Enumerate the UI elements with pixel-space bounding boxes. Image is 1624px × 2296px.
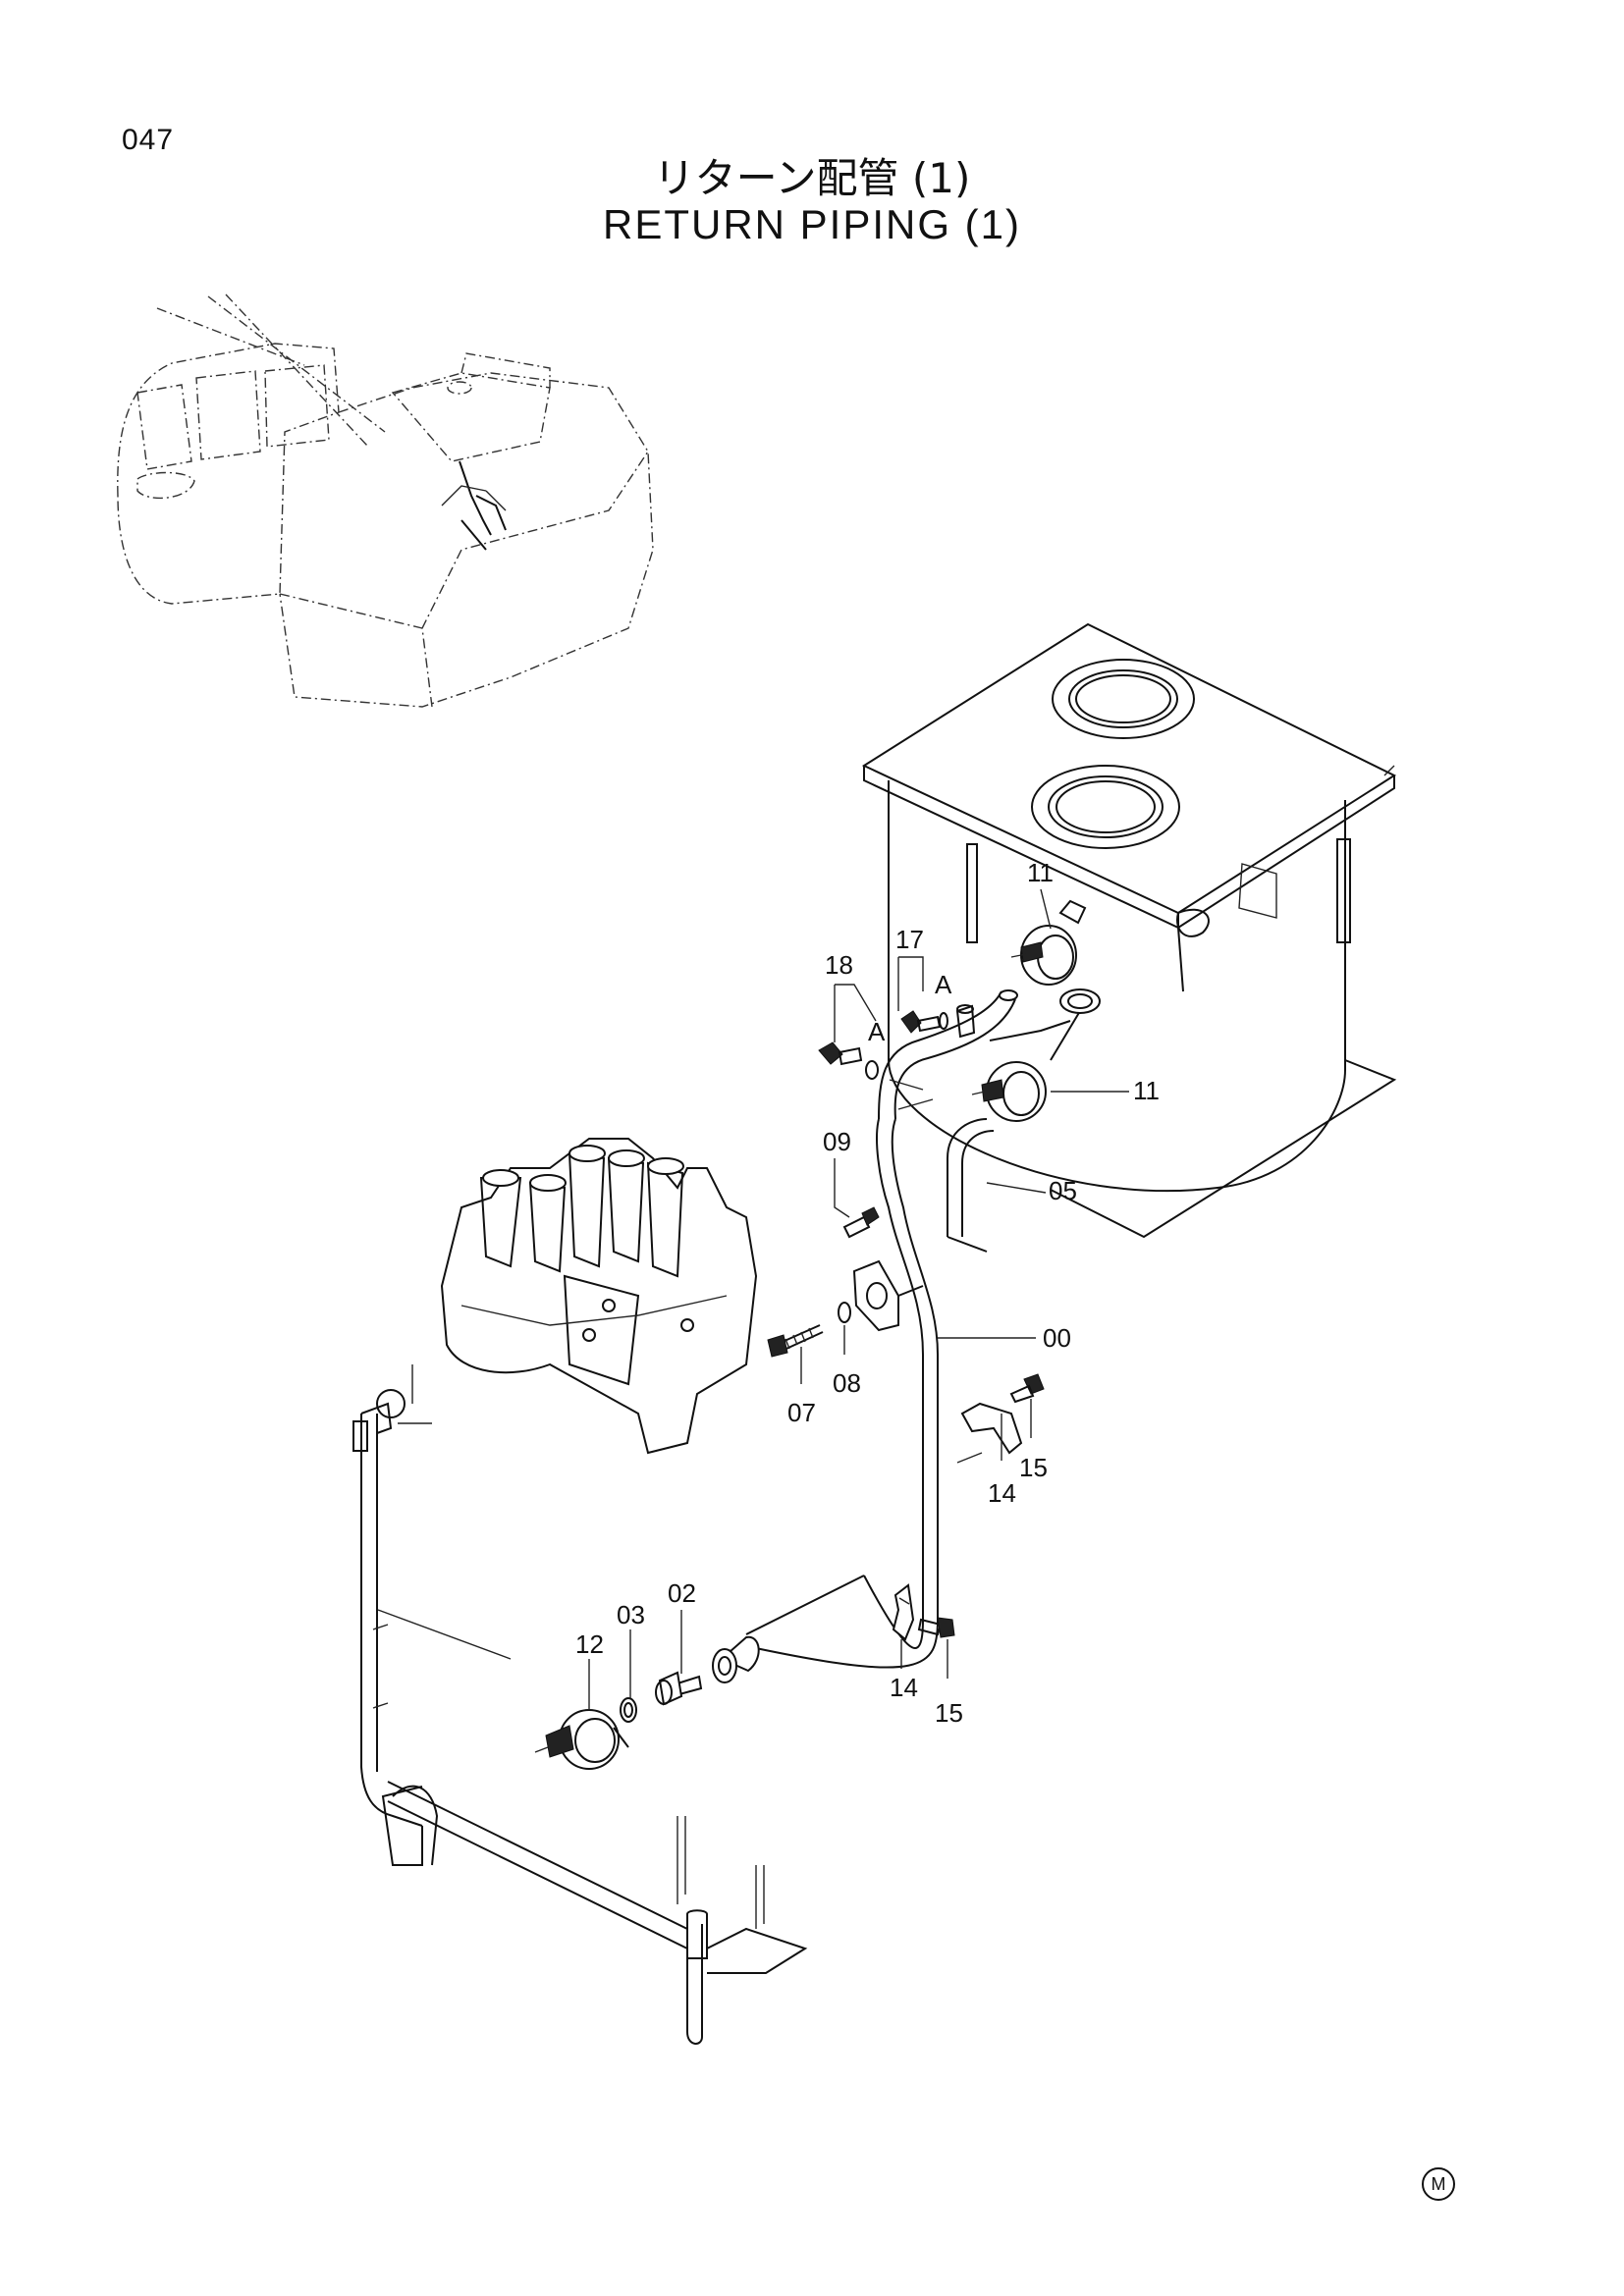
callout-00: 00 [1043,1323,1071,1353]
page-number: 047 [122,124,175,156]
clip-14-upper [956,1402,1023,1464]
callout-03: 03 [617,1600,645,1629]
callout-17: 17 [895,925,924,954]
callout-11-lower: 11 [1133,1076,1160,1105]
callout-08: 08 [833,1368,861,1398]
hose-clamp-11-upper [1010,899,1087,986]
o-ring-08 [838,1302,851,1323]
return-pipe-assembly [712,988,1101,1683]
hose-clamp-12 [534,1709,629,1770]
clip-14-lower [892,1583,915,1641]
excavator-overview-illustration [117,294,654,708]
callout-02: 02 [668,1578,696,1608]
hydraulic-tank-illustration [861,622,1397,1239]
control-valve-illustration [440,1138,758,1455]
hose-clamp-11-lower [971,1061,1047,1122]
page-title-japanese: リターン配管 (1) [653,154,971,202]
tank-side-fitting [955,1004,976,1039]
oil-cooler-frame-illustration [352,1364,808,2045]
bolt-09 [842,1206,880,1239]
bolt-15-lower [917,1617,955,1638]
callout-18: 18 [825,950,853,980]
flange [852,1259,924,1332]
callout-14-upper: 14 [988,1478,1016,1508]
leader-lines [588,888,1129,1710]
bolt-15-upper [1009,1373,1045,1404]
reference-mark-a-upper: A [935,970,952,999]
adapter-02 [655,1671,703,1706]
callout-15-lower: 15 [935,1698,963,1728]
callout-11-upper: 11 [1027,858,1054,887]
bolt-18 [818,1041,934,1110]
callout-14-lower: 14 [890,1673,918,1702]
page-title-english: RETURN PIPING (1) [602,201,1022,247]
reference-mark-a-lower: A [868,1017,886,1046]
callout-05: 05 [1049,1176,1077,1205]
o-ring-03 [620,1697,637,1723]
screw-07 [767,1324,824,1358]
callout-12: 12 [575,1629,604,1659]
bolt-17 [900,1010,948,1034]
callout-07: 07 [787,1398,816,1427]
trademark-mark: M [1422,2167,1455,2201]
callout-09: 09 [823,1127,851,1156]
callout-15-upper: 15 [1019,1453,1048,1482]
